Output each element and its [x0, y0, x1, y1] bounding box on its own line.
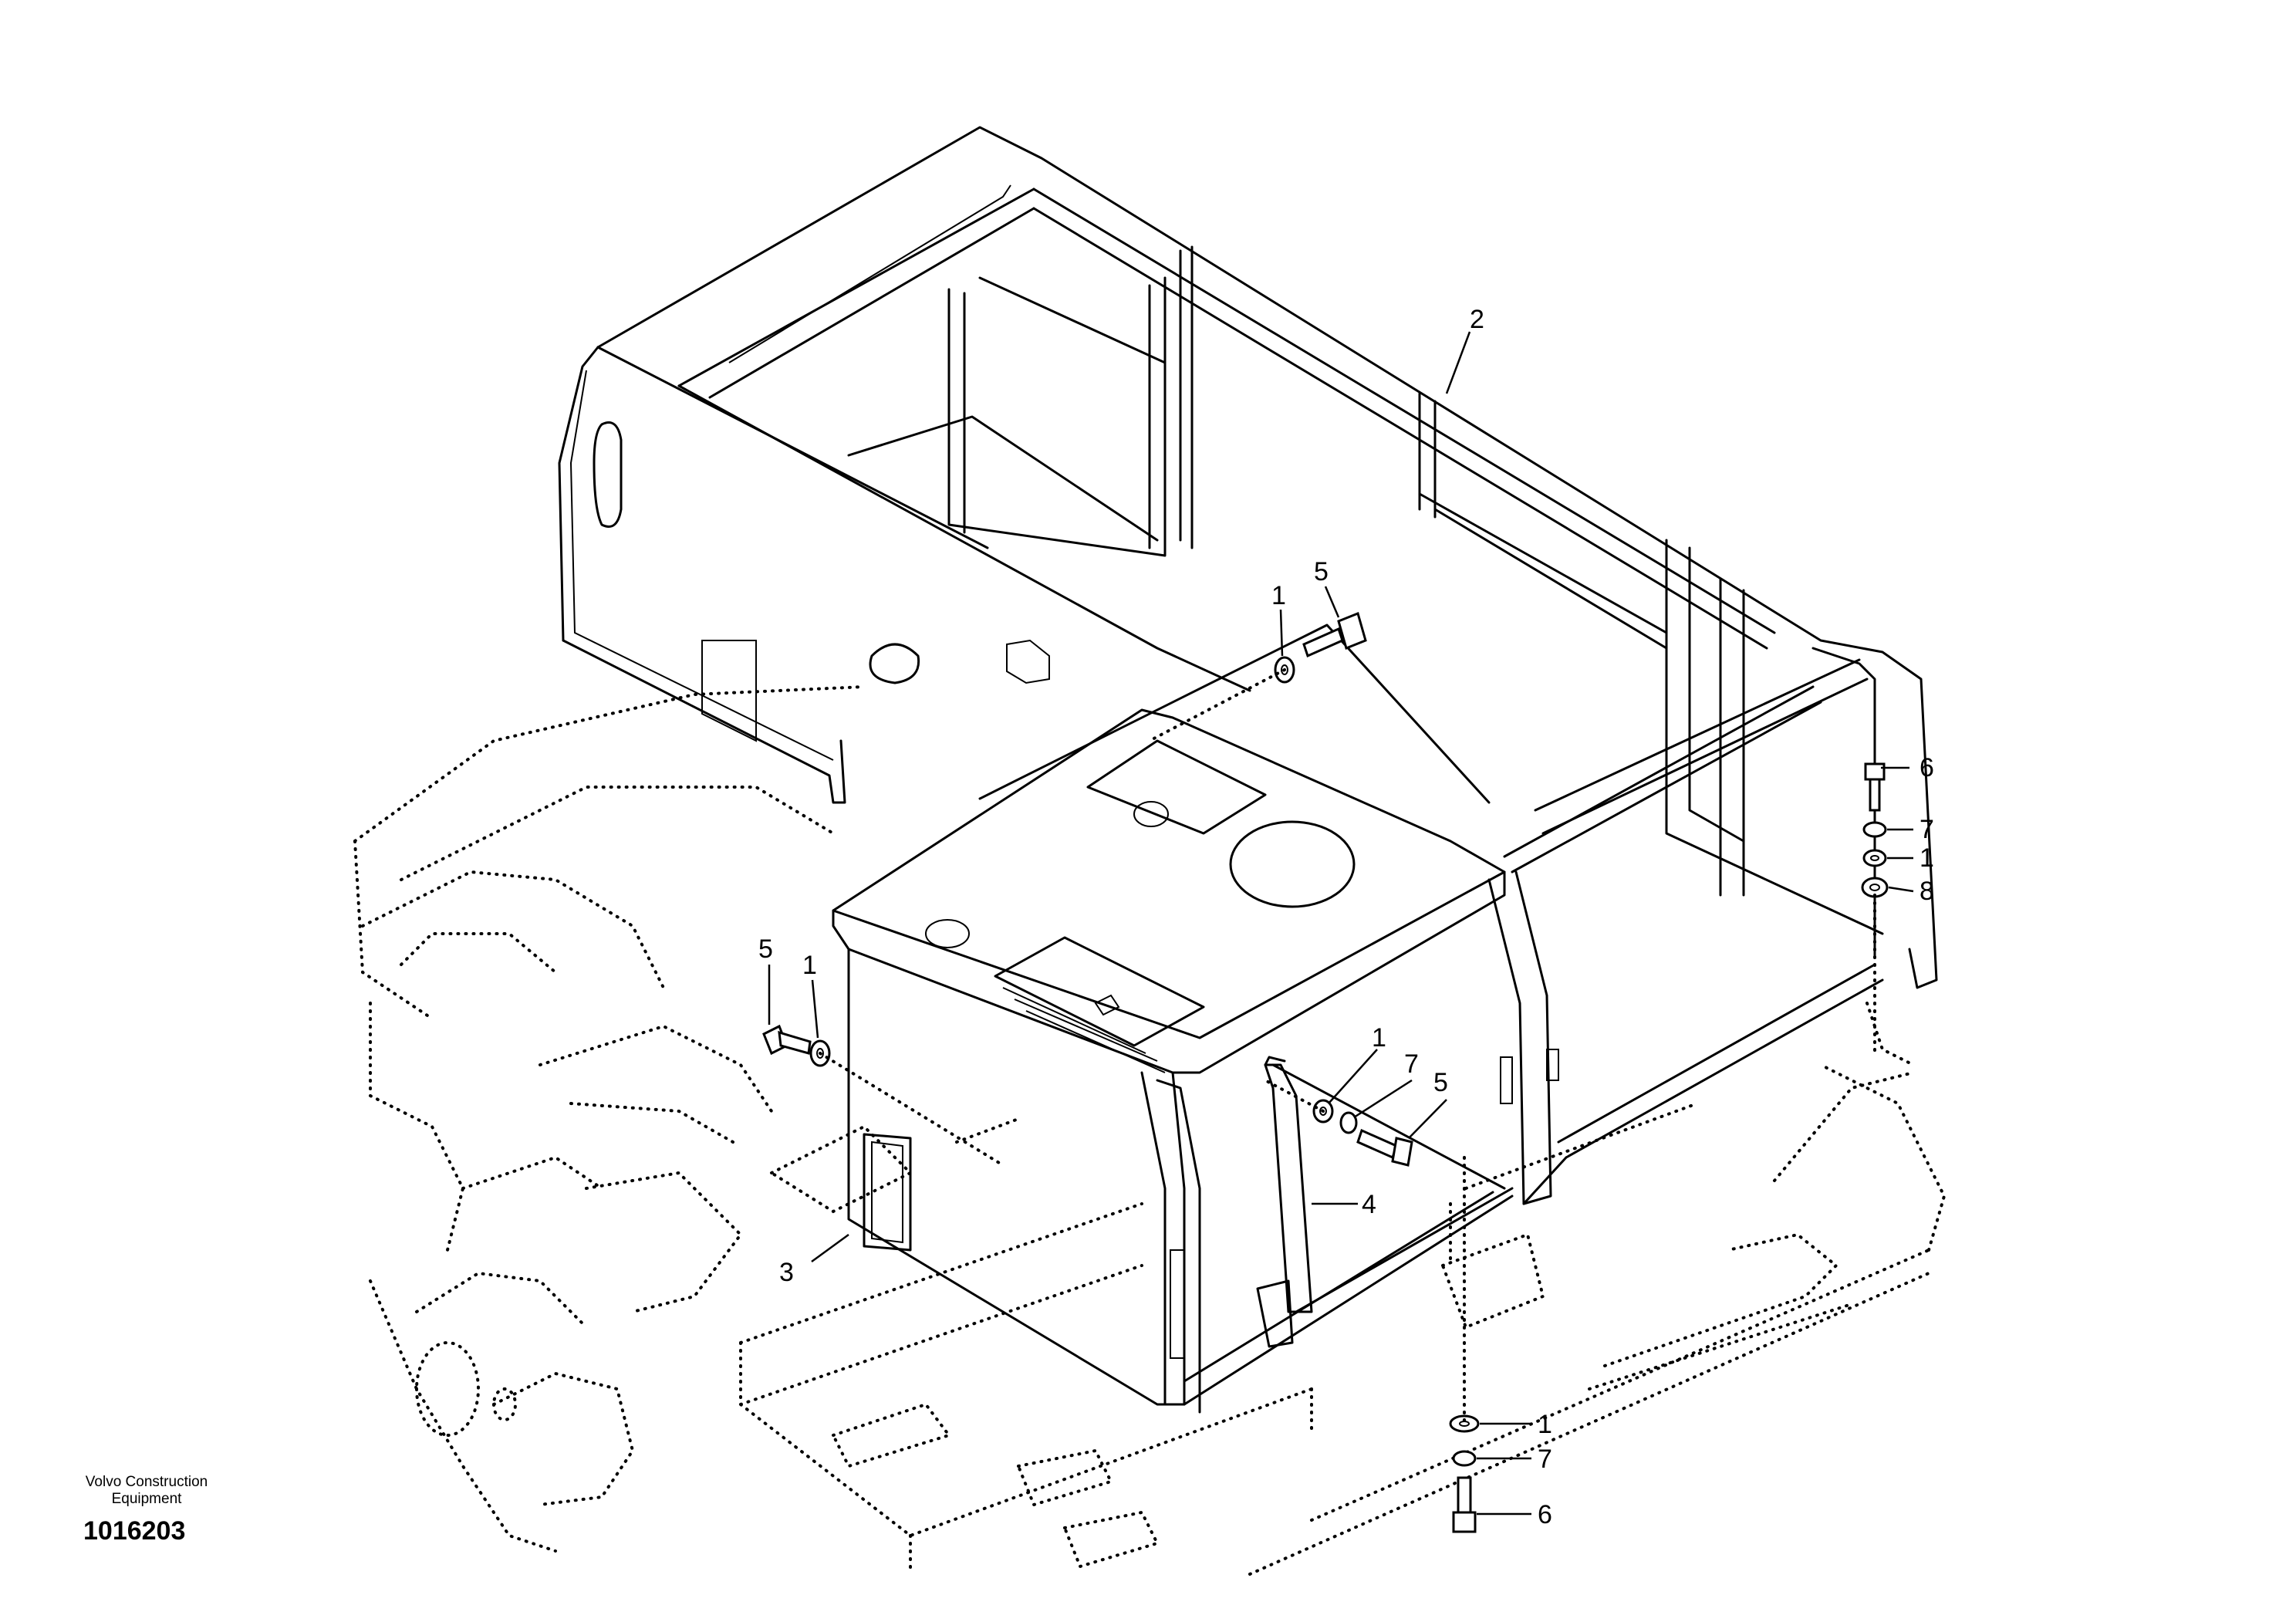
callout-7-bottom: 7 [1538, 1445, 1552, 1474]
credit-line-2: Equipment [111, 1491, 182, 1507]
support-part-4 [1256, 1056, 1514, 1348]
leader-lines [768, 331, 1914, 1516]
hardware-mid-bolt-5 [1356, 1128, 1413, 1167]
phantom-upper-frame [353, 685, 1947, 1576]
hardware-bottom-bolt-6 [1452, 1476, 1477, 1533]
hardware-bottom-washer-1 [1449, 1414, 1480, 1433]
drawing-number: 1016203 [83, 1516, 186, 1546]
hardware-left-bolt-5 [762, 1024, 812, 1056]
main-frame-part-2 [558, 126, 1938, 1205]
hardware-right-washer-1 [1862, 849, 1887, 867]
callout-labels: 2 5 1 6 7 1 8 5 1 1 7 5 4 3 1 7 6 [758, 305, 1934, 1529]
callout-7-right: 7 [1920, 815, 1934, 844]
callout-5-mid: 5 [1433, 1068, 1448, 1097]
manufacturer-credit: Volvo Construction Equipment [46, 1474, 247, 1508]
callout-6-bottom: 6 [1538, 1500, 1552, 1529]
hardware-mid-lockwasher-7 [1339, 1111, 1358, 1134]
assembly-axis-lines [819, 668, 1876, 1425]
callout-5-top: 5 [1314, 557, 1329, 586]
callout-1-right: 1 [1920, 843, 1934, 873]
hardware-bottom-lockwasher-7 [1452, 1450, 1477, 1467]
callout-8-right: 8 [1920, 877, 1934, 906]
callout-1-mid: 1 [1372, 1023, 1386, 1053]
hardware-right-bolt-6 [1864, 762, 1886, 812]
callout-1-bottom: 1 [1538, 1410, 1552, 1439]
callout-6-right: 6 [1920, 753, 1934, 782]
credit-line-1: Volvo Construction [85, 1474, 208, 1490]
callout-7-mid: 7 [1404, 1049, 1419, 1079]
callout-2: 2 [1470, 305, 1484, 334]
hardware-right-lockwasher-7 [1862, 821, 1887, 838]
callout-1-top: 1 [1271, 581, 1286, 610]
callout-1-left: 1 [802, 951, 817, 980]
center-cover-part-3 [832, 623, 1514, 1414]
callout-4: 4 [1362, 1190, 1376, 1219]
hardware-top-bolt-5 [1302, 611, 1367, 658]
callout-3: 3 [779, 1258, 794, 1287]
callout-5-left: 5 [758, 934, 773, 964]
